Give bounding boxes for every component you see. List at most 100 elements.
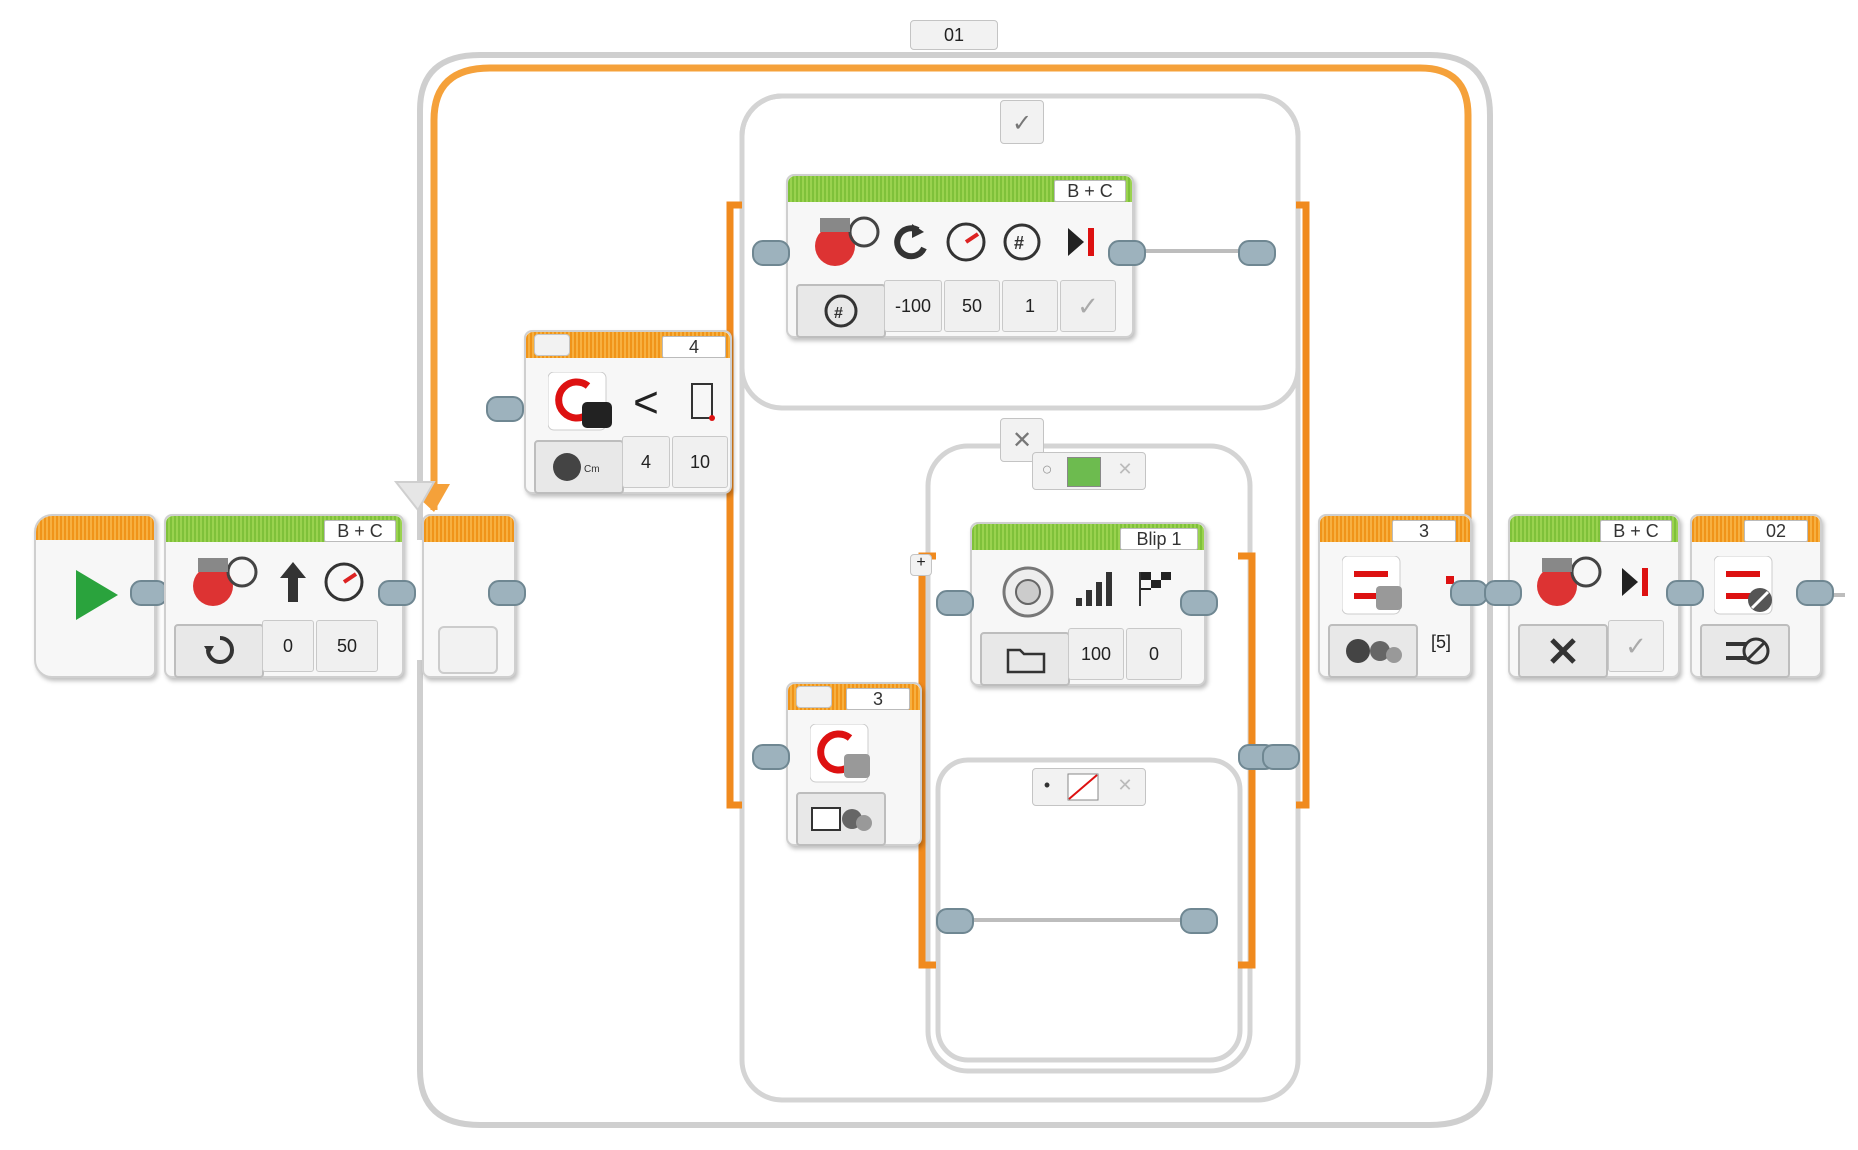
mode-button[interactable] [1328, 624, 1418, 678]
switch-color-sensor-icon [810, 724, 870, 783]
case-true-label: ✓ [1011, 110, 1033, 137]
loop-label[interactable]: 01 [910, 20, 998, 50]
case-true-out-plug[interactable] [1238, 240, 1276, 266]
power-gauge-icon [324, 562, 364, 602]
loop-out-plug[interactable] [1450, 580, 1488, 606]
start-out-plug[interactable] [130, 580, 168, 606]
nested-case-2-tab[interactable]: • ✕ [1032, 768, 1146, 806]
port-label[interactable]: 3 [846, 688, 910, 710]
play-type-value[interactable]: 0 [1126, 628, 1182, 680]
mode-button[interactable]: # [796, 284, 886, 338]
off-mode-button[interactable] [1518, 624, 1608, 678]
case-false-in-plug[interactable] [752, 744, 790, 770]
sound-in-plug[interactable] [936, 590, 974, 616]
loop-label-text: 01 [943, 25, 965, 45]
steer-arrow-icon [280, 562, 306, 602]
case-1-radio[interactable]: ○ [1041, 459, 1053, 479]
steering2-out-plug[interactable] [1108, 240, 1146, 266]
speaker-icon [1002, 566, 1054, 618]
move-steering-stop-block[interactable]: B + C ✓ [1508, 514, 1680, 678]
port-selector-icon[interactable] [534, 334, 570, 356]
switch-in-plug[interactable] [486, 396, 524, 422]
play-icon [76, 570, 118, 620]
play-type-flag-icon [1139, 572, 1171, 606]
steering-stop-in-plug[interactable] [1484, 580, 1522, 606]
loop-in-plug[interactable] [488, 580, 526, 606]
port-label[interactable]: 3 [1392, 520, 1456, 542]
power-value[interactable]: 50 [944, 280, 1000, 332]
brake-value[interactable]: ✓ [1060, 280, 1116, 332]
add-case-button[interactable]: + [910, 554, 932, 576]
folder-icon [1006, 648, 1046, 674]
power-value[interactable]: 50 [316, 620, 378, 672]
nested-case-1-tab[interactable]: ○ ✕ [1032, 452, 1146, 490]
loop-condition-block[interactable]: 3 [5] [1318, 514, 1472, 678]
mode-button[interactable] [1700, 624, 1790, 678]
no-color-icon [1067, 773, 1099, 801]
volume-value[interactable]: 100 [1068, 628, 1124, 680]
motor-icon [815, 216, 880, 266]
svg-text:#: # [834, 305, 843, 322]
port-selector-icon[interactable] [796, 686, 832, 708]
ports-label[interactable]: B + C [1600, 520, 1672, 542]
close-icon[interactable]: ✕ [1117, 775, 1133, 795]
sound-block[interactable]: Blip 1 100 0 [970, 522, 1206, 686]
interrupt-in-plug[interactable] [1666, 580, 1704, 606]
rotations-icon: # [1003, 223, 1041, 261]
brake-value[interactable]: ✓ [1608, 620, 1664, 672]
motor-icon [193, 556, 258, 606]
interrupt-mode-icon [1726, 637, 1770, 665]
case-false-label: ✕ [1011, 427, 1033, 454]
loop-color-sensor-icon [1342, 556, 1402, 615]
mode-button[interactable]: Cm [534, 440, 624, 494]
off-icon [1550, 638, 1576, 664]
loop-name-label[interactable]: 02 [1744, 520, 1808, 542]
mode-button[interactable] [980, 632, 1070, 686]
switch-ultrasonic-icon [548, 372, 612, 431]
svg-text:Cm: Cm [584, 464, 600, 475]
loop-start [422, 514, 516, 678]
steering1-out-plug[interactable] [378, 580, 416, 606]
steering2-in-plug[interactable] [752, 240, 790, 266]
color-mode-icon [1346, 639, 1402, 663]
brake-icon [1622, 568, 1648, 596]
ports-label[interactable]: B + C [1054, 180, 1126, 202]
color-indicator-icon [1446, 576, 1454, 584]
mode-button[interactable] [796, 792, 886, 846]
motor-icon [1537, 556, 1602, 606]
steer-value[interactable]: 0 [262, 620, 314, 672]
threshold-value[interactable]: 10 [672, 436, 728, 488]
switch-case-true-tab[interactable]: ✓ [1000, 100, 1044, 144]
switch-out-plug[interactable] [1262, 744, 1300, 770]
sound-file-label[interactable]: Blip 1 [1120, 528, 1198, 550]
nested-switch-block[interactable]: 3 [786, 682, 922, 846]
mode-button[interactable] [174, 624, 264, 678]
move-steering-block-1[interactable]: B + C 0 50 [164, 514, 404, 678]
color-mode-icon [811, 807, 872, 831]
compare-distance-icon: Cm [553, 453, 600, 481]
rotations-mode-icon: # [824, 294, 858, 328]
switch-sensor-block[interactable]: 4 < Cm 4 10 [524, 330, 732, 494]
rotations-value[interactable]: 1 [1002, 280, 1058, 332]
nested-case2-out-plug[interactable] [1180, 908, 1218, 934]
volume-icon [1076, 572, 1112, 606]
compare-type-value[interactable]: 4 [622, 436, 670, 488]
port-label[interactable]: 4 [662, 336, 726, 358]
steer-value[interactable]: -100 [884, 280, 942, 332]
steer-icon [894, 224, 927, 260]
close-icon[interactable]: ✕ [1117, 459, 1133, 479]
add-case-label: + [916, 554, 926, 571]
power-gauge-icon [946, 222, 986, 262]
move-steering-block-2[interactable]: B + C # # -100 50 1 ✓ [786, 174, 1134, 338]
svg-text:#: # [1014, 233, 1024, 253]
brake-icon [1068, 228, 1094, 256]
threshold-icon [691, 383, 715, 421]
sound-out-plug[interactable] [1180, 590, 1218, 616]
color-set-value[interactable]: [5] [1430, 632, 1451, 652]
loop-interrupt-icon [1714, 556, 1773, 615]
case-2-radio[interactable]: • [1043, 775, 1051, 795]
ports-label[interactable]: B + C [324, 520, 396, 542]
nested-case2-in-plug[interactable] [936, 908, 974, 934]
interrupt-out-plug[interactable] [1796, 580, 1834, 606]
